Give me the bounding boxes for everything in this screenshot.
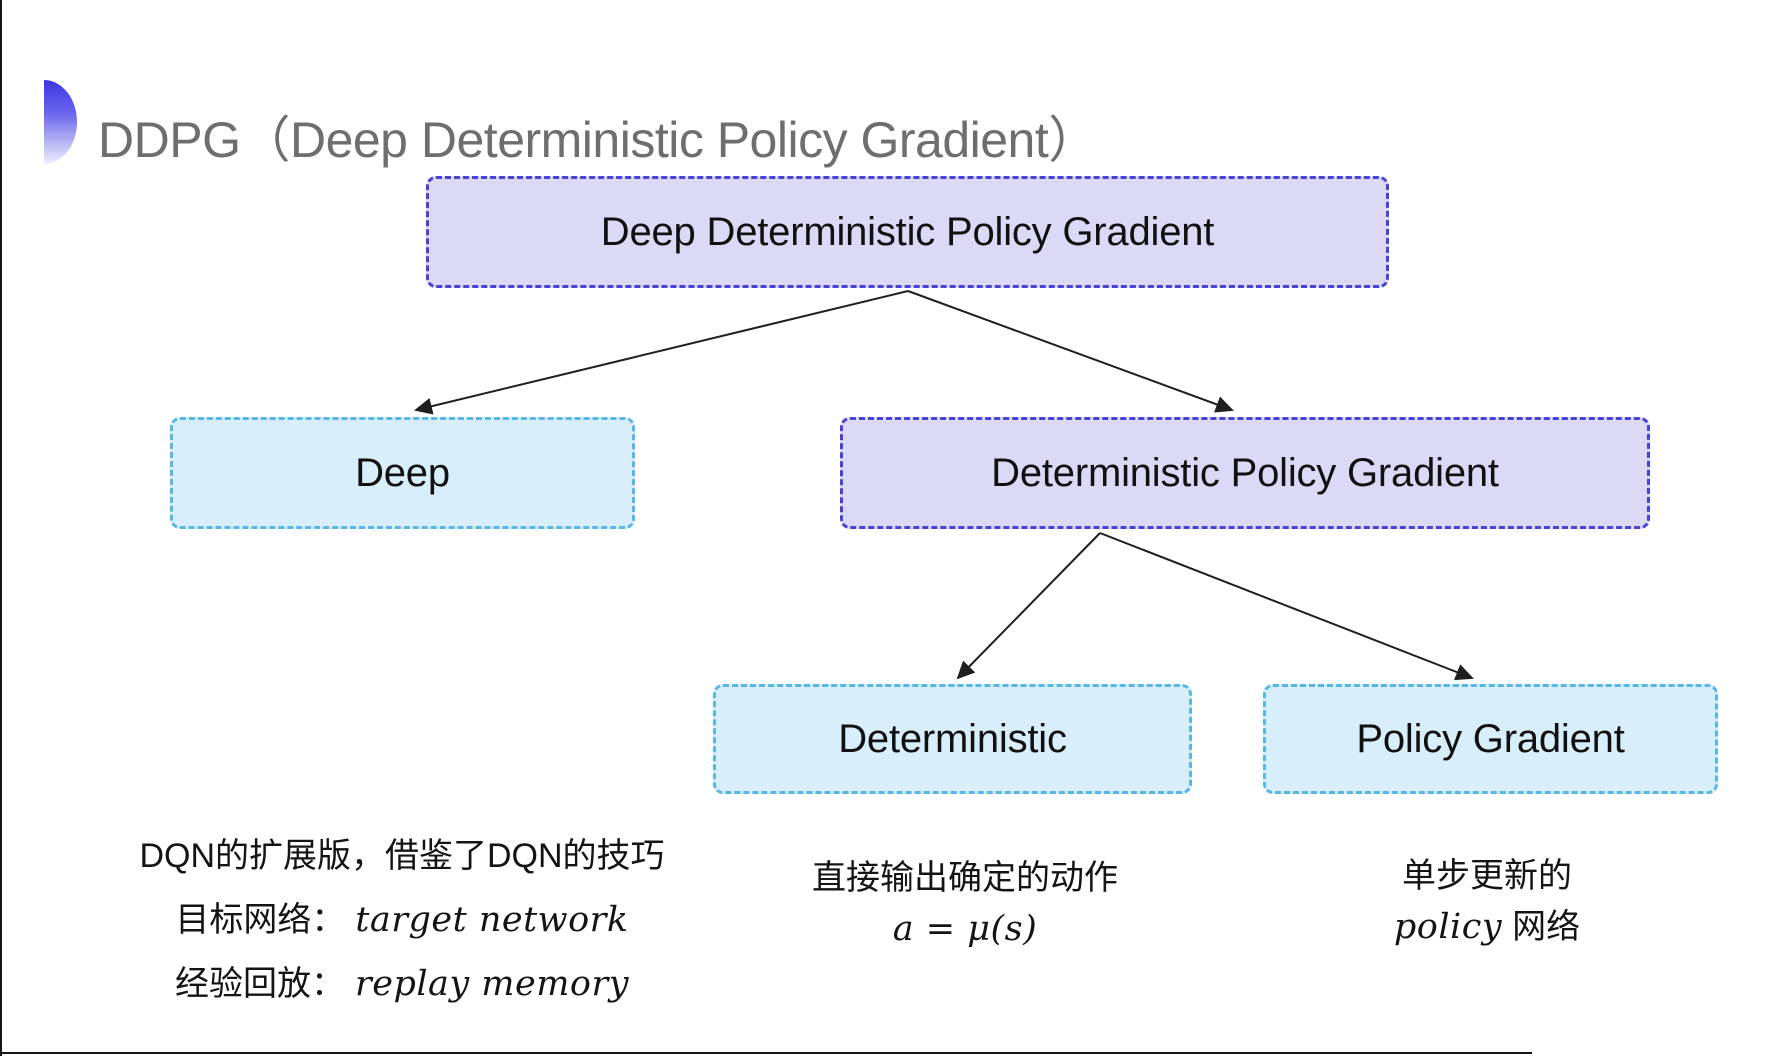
replay-memory-term: replay memory [355,964,629,1005]
annotation-deterministic-summary: 直接输出确定的动作 [812,859,1118,897]
node-label: Deterministic [838,716,1067,761]
node-label: Deep Deterministic Policy Gradient [600,209,1215,254]
frame-bottom-border [0,1052,1532,1054]
node-deterministic-policy-gradient: Deterministic Policy Gradient [840,417,1650,529]
arrow-dpg-to-deterministic [956,532,1101,680]
annotation-policy-gradient-summary: 单步更新的 [1402,857,1572,895]
page-title: DDPG（Deep Deterministic Policy Gradient） [98,111,1098,168]
node-label: Deterministic Policy Gradient [991,450,1499,495]
policy-term: policy [1393,906,1503,947]
arrow-root-to-deep [414,290,909,415]
arrow-dpg-to-policy-gradient [1099,532,1474,681]
annotation-deep: DQN的扩展版，借鉴了DQN的技巧 目标网络：target network 经验… [102,835,702,1007]
network-label: 网络 [1512,907,1581,946]
node-label: Policy Gradient [1356,716,1625,761]
annotation-deep-summary: DQN的扩展版，借鉴了DQN的技巧 [139,837,665,875]
target-network-label: 目标网络： [175,900,346,939]
arrow-root-to-dpg [907,290,1234,413]
node-deep: Deep [170,417,635,529]
node-label: Deep [355,450,450,495]
target-network-term: target network [355,899,629,940]
annotation-deterministic-equation: a = μ(s) [892,908,1038,949]
node-deterministic: Deterministic [713,684,1192,794]
node-deep-deterministic-policy-gradient: Deep Deterministic Policy Gradient [426,176,1389,288]
annotation-deterministic: 直接输出确定的动作 a = μ(s) [765,857,1165,951]
replay-memory-label: 经验回放： [175,965,345,1004]
accent-semicircle-icon [44,80,77,164]
annotation-deep-replay-memory: 经验回放： replay memory [102,963,702,1007]
annotation-deep-target-network: 目标网络：target network [102,899,702,943]
node-policy-gradient: Policy Gradient [1263,684,1718,794]
frame-left-border [0,0,2,1056]
